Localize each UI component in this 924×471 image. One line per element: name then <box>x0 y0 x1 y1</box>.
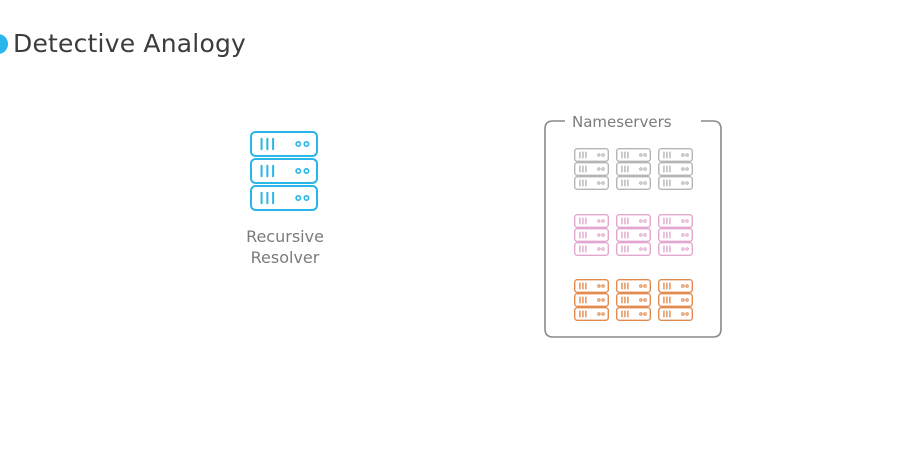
server-unit <box>616 228 651 242</box>
server-unit <box>658 176 693 190</box>
server-unit <box>616 214 651 228</box>
nameservers-title: Nameservers <box>572 113 672 131</box>
server-unit <box>616 307 651 321</box>
server-unit <box>574 279 609 293</box>
server-unit <box>574 162 609 176</box>
server-unit <box>574 176 609 190</box>
server-unit <box>616 293 651 307</box>
nameserver-server-icon <box>574 148 609 190</box>
nameservers-frame-border <box>544 120 722 338</box>
server-unit <box>658 214 693 228</box>
server-unit <box>574 242 609 256</box>
server-unit <box>658 228 693 242</box>
server-unit <box>574 214 609 228</box>
resolver-label-line1: Recursive <box>246 227 324 246</box>
server-unit <box>616 242 651 256</box>
server-unit <box>574 228 609 242</box>
server-unit <box>250 158 318 184</box>
nameserver-server-icon <box>658 279 693 321</box>
server-unit <box>616 176 651 190</box>
server-unit <box>658 162 693 176</box>
nameserver-server-icon <box>574 279 609 321</box>
server-unit <box>574 307 609 321</box>
resolver-label-line2: Resolver <box>250 248 320 267</box>
server-unit <box>658 293 693 307</box>
nameserver-server-icon <box>616 214 651 256</box>
recursive-resolver-label: Recursive Resolver <box>225 226 345 268</box>
server-unit <box>616 148 651 162</box>
server-unit <box>616 279 651 293</box>
recursive-resolver-server-icon <box>250 131 318 211</box>
nameservers-frame <box>544 120 722 338</box>
server-unit <box>658 279 693 293</box>
server-unit <box>616 162 651 176</box>
server-unit <box>658 242 693 256</box>
nameserver-server-icon <box>616 148 651 190</box>
nameserver-server-icon <box>616 279 651 321</box>
title-accent-dot <box>0 34 8 54</box>
nameserver-server-icon <box>658 214 693 256</box>
nameserver-server-icon <box>658 148 693 190</box>
server-unit <box>574 293 609 307</box>
nameserver-server-icon <box>574 214 609 256</box>
server-unit <box>574 148 609 162</box>
server-unit <box>250 185 318 211</box>
server-unit <box>658 307 693 321</box>
page-title: Detective Analogy <box>13 29 247 58</box>
server-unit <box>658 148 693 162</box>
server-unit <box>250 131 318 157</box>
